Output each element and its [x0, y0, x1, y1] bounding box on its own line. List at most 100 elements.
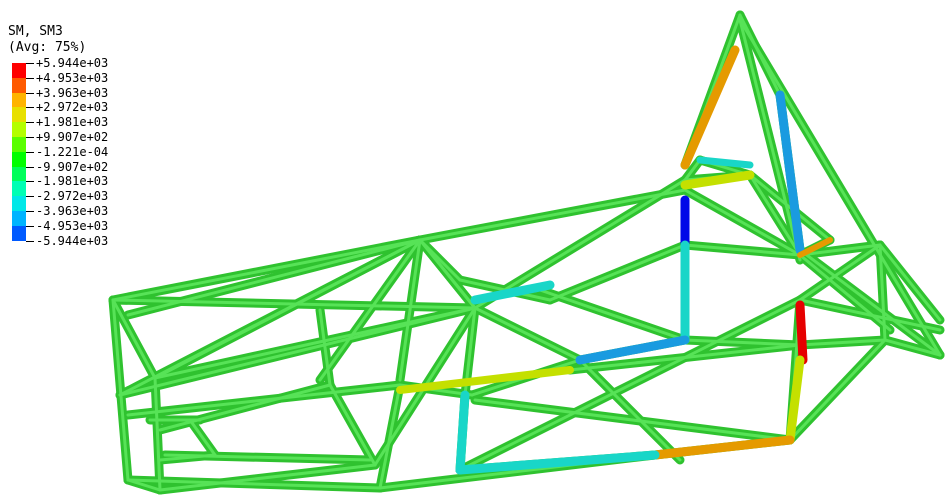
frame-member-shine: [738, 18, 802, 262]
tension-member-upper: [470, 280, 555, 305]
frame-member-shine: [883, 338, 942, 357]
frame-member-shine: [798, 243, 882, 257]
frame-member-shine: [153, 376, 162, 492]
legend-tick: [26, 122, 34, 124]
frame-structure: [108, 10, 945, 495]
frame-member-shine: [683, 243, 802, 257]
legend-swatch: [12, 77, 26, 93]
frame-member-shine: [111, 238, 422, 302]
legend-value-label: +1.981e+03: [36, 115, 109, 130]
compression-member-small: [797, 237, 833, 258]
frame-member-shine: [683, 158, 702, 182]
frame-member-shine: [878, 243, 887, 342]
legend-value-label: +5.944e+03: [36, 56, 109, 70]
compression-member-hoop: [680, 45, 740, 170]
compression-member-mid: [396, 366, 574, 394]
legend-value-label: +4.953e+03: [36, 70, 109, 85]
tension-member-front: [455, 390, 470, 475]
frame-member-shine: [418, 238, 477, 310]
frame-member-shine: [798, 248, 942, 357]
frame-member-shine: [158, 463, 377, 492]
tension-member-top: [696, 156, 754, 169]
frame-member-shine: [578, 358, 682, 462]
legend-tick: [26, 137, 34, 138]
legend-tick: [26, 107, 34, 109]
legend-tick: [26, 196, 34, 198]
high-compression-member: [795, 300, 808, 365]
legend-tick: [26, 77, 34, 79]
tension-member-side: [575, 335, 690, 365]
legend-swatch: [12, 225, 26, 241]
legend-swatch: [12, 181, 26, 197]
compression-member-lower: [785, 355, 805, 445]
frame-member-shine: [738, 18, 942, 357]
legend-swatch: [12, 211, 26, 226]
legend-swatch: [12, 107, 26, 123]
tension-member-hoop: [775, 90, 805, 255]
frame-member-shine: [473, 306, 582, 362]
legend-swatch: [12, 92, 26, 108]
frame-member-shine: [548, 243, 687, 302]
frame-member-shine: [318, 238, 422, 382]
frame-member-shine: [538, 288, 687, 342]
frame-member-shine: [398, 238, 422, 382]
frame-member-shine: [878, 243, 942, 322]
frame-member-shine: [318, 308, 332, 387]
frame-member-shine: [683, 188, 802, 257]
legend-swatch: [12, 196, 26, 211]
legend-value-label: -5.944e+03: [36, 233, 109, 248]
frame-member-shine: [418, 238, 462, 282]
legend-swatch: [12, 151, 26, 167]
frame-member-shine: [111, 298, 157, 380]
frame-member-shine: [118, 306, 477, 397]
frame-member-shine: [458, 298, 802, 472]
compression-member-brace: [680, 170, 755, 190]
compression-member-bottom: [650, 435, 795, 460]
frame-member-shine: [188, 418, 217, 457]
legend-value-label: -3.963e+03: [36, 204, 109, 218]
frame-member-shine: [126, 383, 402, 417]
frame-member-shine: [788, 338, 887, 442]
legend-tick: [26, 225, 34, 227]
legend-tick: [26, 92, 34, 94]
legend-value-label: -9.907e+02: [36, 159, 109, 174]
frame-member-shine: [126, 238, 422, 317]
legend-color-scale: +5.944e+03+4.953e+03+3.963e+03+2.972e+03…: [8, 57, 108, 249]
legend-tick: [26, 151, 34, 153]
frame-member-shine: [158, 383, 332, 432]
frame-member-shine: [111, 298, 130, 482]
legend-value-label: -1.981e+03: [36, 174, 109, 189]
legend-swatch: [12, 137, 26, 152]
legend-tick: [26, 211, 34, 212]
legend-swatch: [12, 166, 26, 182]
legend-tick: [26, 181, 34, 183]
frame-member-shine: [473, 398, 792, 442]
frame-member-shine: [153, 238, 422, 380]
legend-value-label: -1.221e-04: [36, 144, 109, 159]
frame-member-shine: [748, 173, 802, 257]
frame-member-shine: [378, 383, 402, 490]
legend-value-label: +2.972e+03: [36, 100, 109, 115]
legend-tick: [26, 240, 34, 242]
frame-member-shine: [798, 243, 882, 302]
legend-swatch: [12, 63, 26, 78]
frame-member-shine: [798, 338, 887, 347]
stress-highlight-members: [396, 45, 833, 475]
legend-swatch: [12, 122, 26, 137]
legend-value-label: +3.963e+03: [36, 85, 109, 100]
frame-member-shine: [473, 178, 687, 310]
legend-title-variable: SM, SM3: [8, 24, 63, 39]
legend-title-averaging: (Avg: 75%): [8, 40, 87, 55]
tension-member-floor: [455, 450, 660, 475]
frame-member-shine: [683, 338, 802, 347]
frame-member-shine: [328, 383, 377, 467]
legend-value-label: +9.907e+02: [36, 130, 109, 144]
contour-legend: SM, SM3 (Avg: 75%) +5.944e+03+4.953e+03+…: [8, 24, 108, 249]
legend-value-label: -4.953e+03: [36, 218, 109, 233]
frame-member-shine: [126, 478, 382, 490]
frame-member-shine: [798, 253, 892, 332]
legend-value-label: -2.972e+03: [36, 189, 109, 204]
legend-tick: [26, 63, 34, 64]
frame-member-shine: [158, 453, 217, 462]
